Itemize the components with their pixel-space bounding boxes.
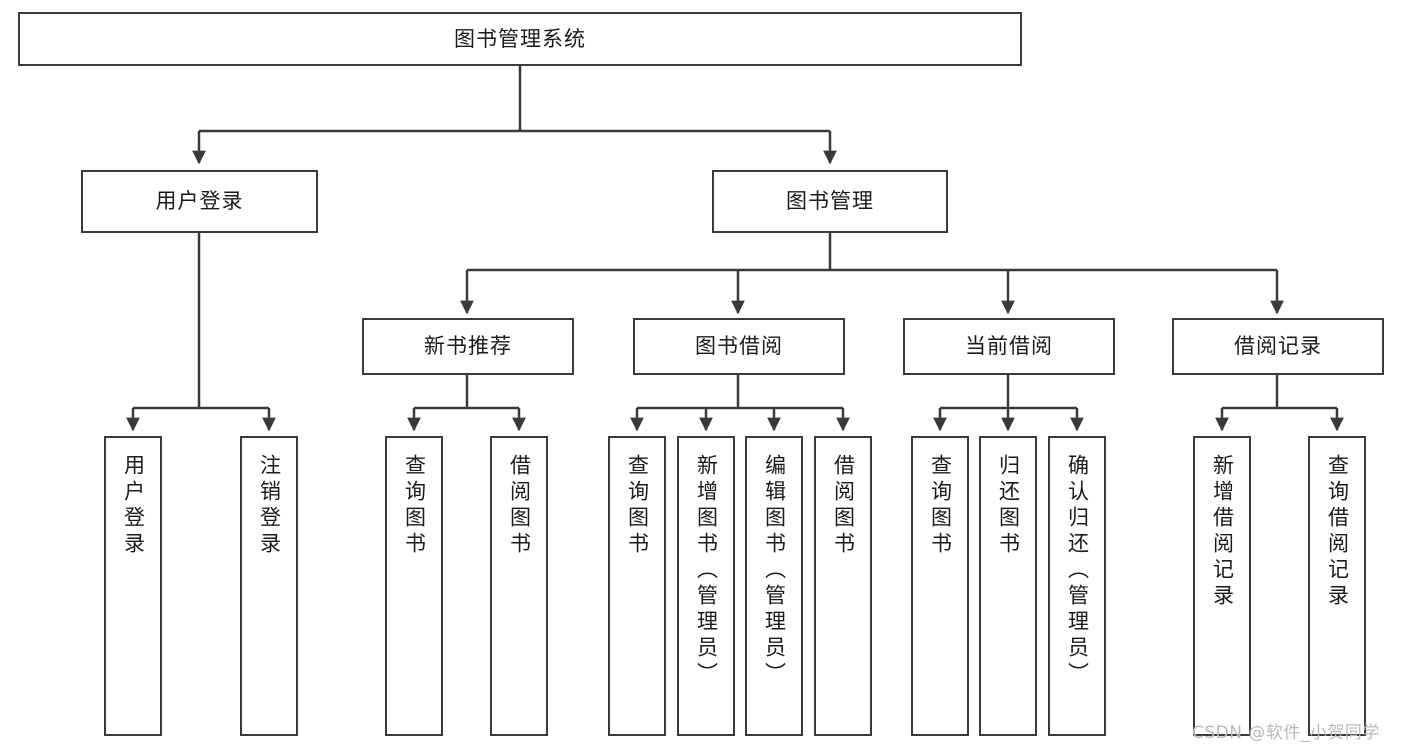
node-leaf-return-book[interactable]: 归还图书 bbox=[979, 436, 1037, 736]
node-leaf-borrow-book-2-label: 借阅图书 bbox=[831, 454, 856, 558]
node-leaf-user-logout[interactable]: 注销登录 bbox=[240, 436, 298, 736]
node-leaf-user-logout-label: 注销登录 bbox=[257, 454, 282, 558]
node-book-borrow-label: 图书借阅 bbox=[695, 334, 783, 359]
node-leaf-query-record[interactable]: 查询借阅记录 bbox=[1308, 436, 1366, 736]
node-leaf-query-record-label: 查询借阅记录 bbox=[1325, 454, 1350, 610]
node-root-label: 图书管理系统 bbox=[454, 26, 586, 51]
node-leaf-query-book-1-label: 查询图书 bbox=[402, 454, 427, 558]
node-new-book-recommend[interactable]: 新书推荐 bbox=[362, 318, 574, 375]
node-current-borrow-label: 当前借阅 bbox=[965, 334, 1053, 359]
node-leaf-borrow-book-1[interactable]: 借阅图书 bbox=[490, 436, 548, 736]
node-leaf-add-book-label: 新增图书（管理员） bbox=[694, 454, 719, 688]
node-new-book-recommend-label: 新书推荐 bbox=[424, 334, 512, 359]
node-leaf-add-record-label: 新增借阅记录 bbox=[1210, 454, 1235, 610]
node-borrow-record-label: 借阅记录 bbox=[1234, 334, 1322, 359]
node-leaf-query-book-1[interactable]: 查询图书 bbox=[385, 436, 443, 736]
node-leaf-add-record[interactable]: 新增借阅记录 bbox=[1193, 436, 1251, 736]
node-book-borrow[interactable]: 图书借阅 bbox=[633, 318, 845, 375]
node-root[interactable]: 图书管理系统 bbox=[18, 12, 1022, 66]
node-leaf-query-book-2[interactable]: 查询图书 bbox=[608, 436, 666, 736]
node-leaf-query-book-2-label: 查询图书 bbox=[625, 454, 650, 558]
node-leaf-borrow-book-2[interactable]: 借阅图书 bbox=[814, 436, 872, 736]
node-leaf-return-book-label: 归还图书 bbox=[996, 454, 1021, 558]
node-book-manage-label: 图书管理 bbox=[786, 189, 874, 214]
node-book-manage[interactable]: 图书管理 bbox=[712, 170, 948, 233]
node-current-borrow[interactable]: 当前借阅 bbox=[903, 318, 1115, 375]
node-leaf-confirm-return[interactable]: 确认归还（管理员） bbox=[1048, 436, 1106, 736]
node-leaf-edit-book-label: 编辑图书（管理员） bbox=[762, 454, 787, 688]
node-leaf-edit-book[interactable]: 编辑图书（管理员） bbox=[745, 436, 803, 736]
node-leaf-confirm-return-label: 确认归还（管理员） bbox=[1065, 454, 1090, 688]
node-user-login[interactable]: 用户登录 bbox=[81, 170, 318, 233]
node-leaf-user-login[interactable]: 用户登录 bbox=[104, 436, 162, 736]
node-leaf-query-book-3-label: 查询图书 bbox=[928, 454, 953, 558]
node-leaf-query-book-3[interactable]: 查询图书 bbox=[911, 436, 969, 736]
node-leaf-add-book[interactable]: 新增图书（管理员） bbox=[677, 436, 735, 736]
node-borrow-record[interactable]: 借阅记录 bbox=[1172, 318, 1384, 375]
node-user-login-label: 用户登录 bbox=[155, 189, 244, 214]
node-leaf-borrow-book-1-label: 借阅图书 bbox=[507, 454, 532, 558]
watermark-text: CSDN @软件_小贺同学 bbox=[1192, 723, 1380, 743]
node-leaf-user-login-label: 用户登录 bbox=[121, 454, 146, 558]
